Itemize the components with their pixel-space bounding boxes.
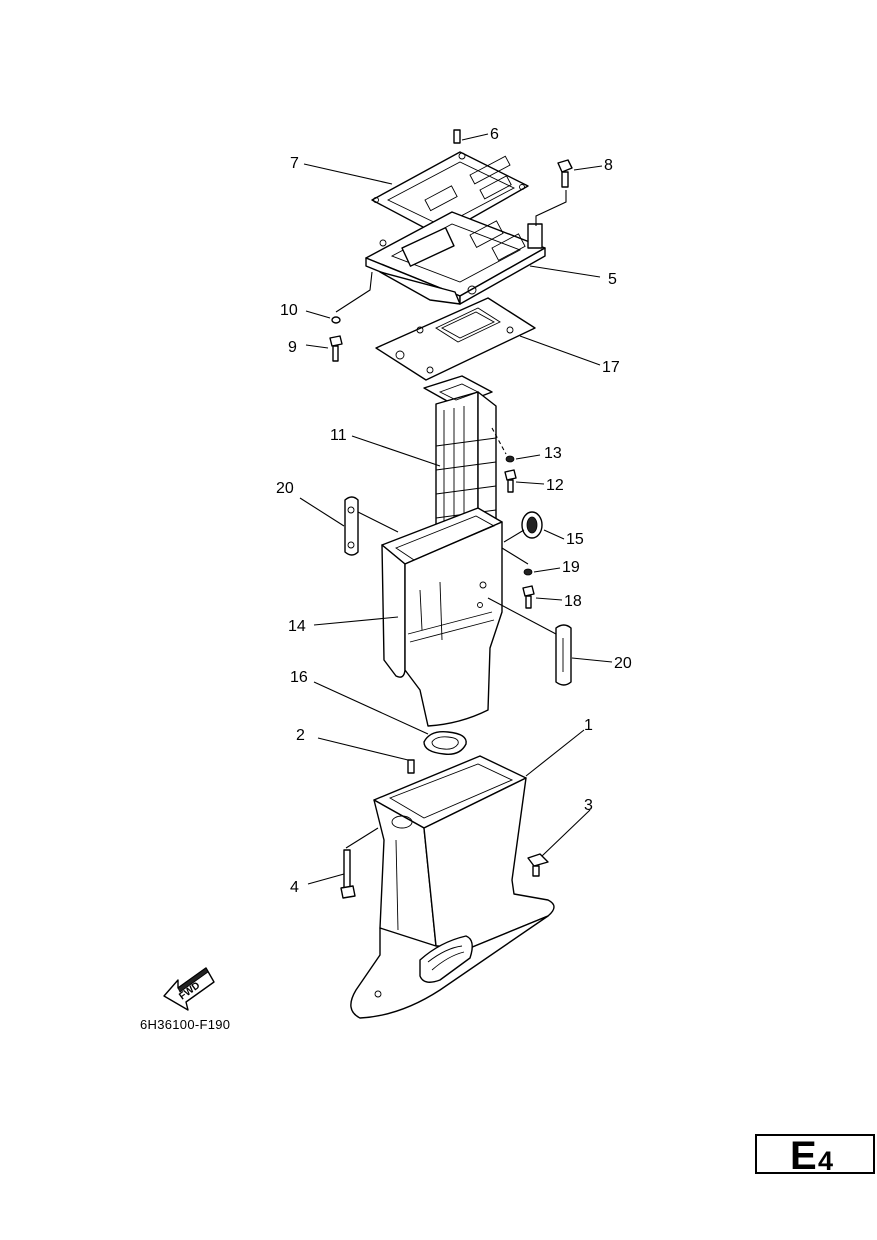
- part-9-bolt: [329, 335, 343, 362]
- fwd-arrow-icon: FWD: [163, 967, 215, 1011]
- part-14-oil-pan: [381, 507, 503, 727]
- part-8-bolt: [557, 159, 573, 188]
- section-label-box: E 4: [755, 1134, 875, 1178]
- callout-10: 10: [280, 302, 298, 319]
- callout-2: 2: [296, 727, 305, 744]
- part-3-plug: [527, 853, 549, 877]
- part-1-upper-casing: [350, 755, 555, 1019]
- callout-16: 16: [290, 669, 308, 686]
- part-13-washer: [505, 455, 515, 463]
- part-16-seal: [423, 731, 467, 755]
- callout-6: 6: [490, 126, 499, 143]
- part-20-mount-left: [344, 496, 359, 556]
- part-18-bolt: [522, 585, 535, 609]
- callout-8: 8: [604, 157, 613, 174]
- part-5-exhaust-guide: [365, 211, 546, 305]
- part-4-bolt: [340, 849, 356, 899]
- callout-11: 11: [330, 427, 347, 444]
- leader-lines: [299, 133, 613, 885]
- callout-13: 13: [544, 445, 562, 462]
- callout-17: 17: [602, 359, 620, 376]
- callout-19: 19: [562, 559, 580, 576]
- diagram-reference-code: 6H36100-F190: [140, 1017, 231, 1032]
- callout-18: 18: [564, 593, 582, 610]
- callout-4: 4: [290, 879, 299, 896]
- callout-3: 3: [584, 797, 593, 814]
- callout-15: 15: [566, 531, 584, 548]
- callout-9: 9: [288, 339, 297, 356]
- part-2-dowel: [407, 759, 415, 774]
- section-letter: E: [790, 1134, 817, 1178]
- callout-20-right: 20: [614, 655, 632, 672]
- part-10-washer: [331, 316, 341, 324]
- part-17-gasket: [375, 297, 536, 381]
- part-19-washer: [523, 568, 533, 576]
- callout-14: 14: [288, 618, 306, 635]
- section-number: 4: [818, 1146, 834, 1176]
- callout-12: 12: [546, 477, 564, 494]
- part-12-bolt: [504, 469, 517, 493]
- part-6-dowel-pin: [453, 129, 461, 144]
- part-15-grommet: [521, 511, 543, 539]
- callout-1: 1: [584, 717, 593, 734]
- callout-20-top: 20: [276, 480, 294, 497]
- part-20-mount-right: [555, 624, 572, 686]
- callout-labels: 6 7 8 5 10 9 17 11 13 12 20 15 19 18 14 …: [276, 126, 632, 896]
- callout-7: 7: [290, 155, 299, 172]
- callout-5: 5: [608, 271, 617, 288]
